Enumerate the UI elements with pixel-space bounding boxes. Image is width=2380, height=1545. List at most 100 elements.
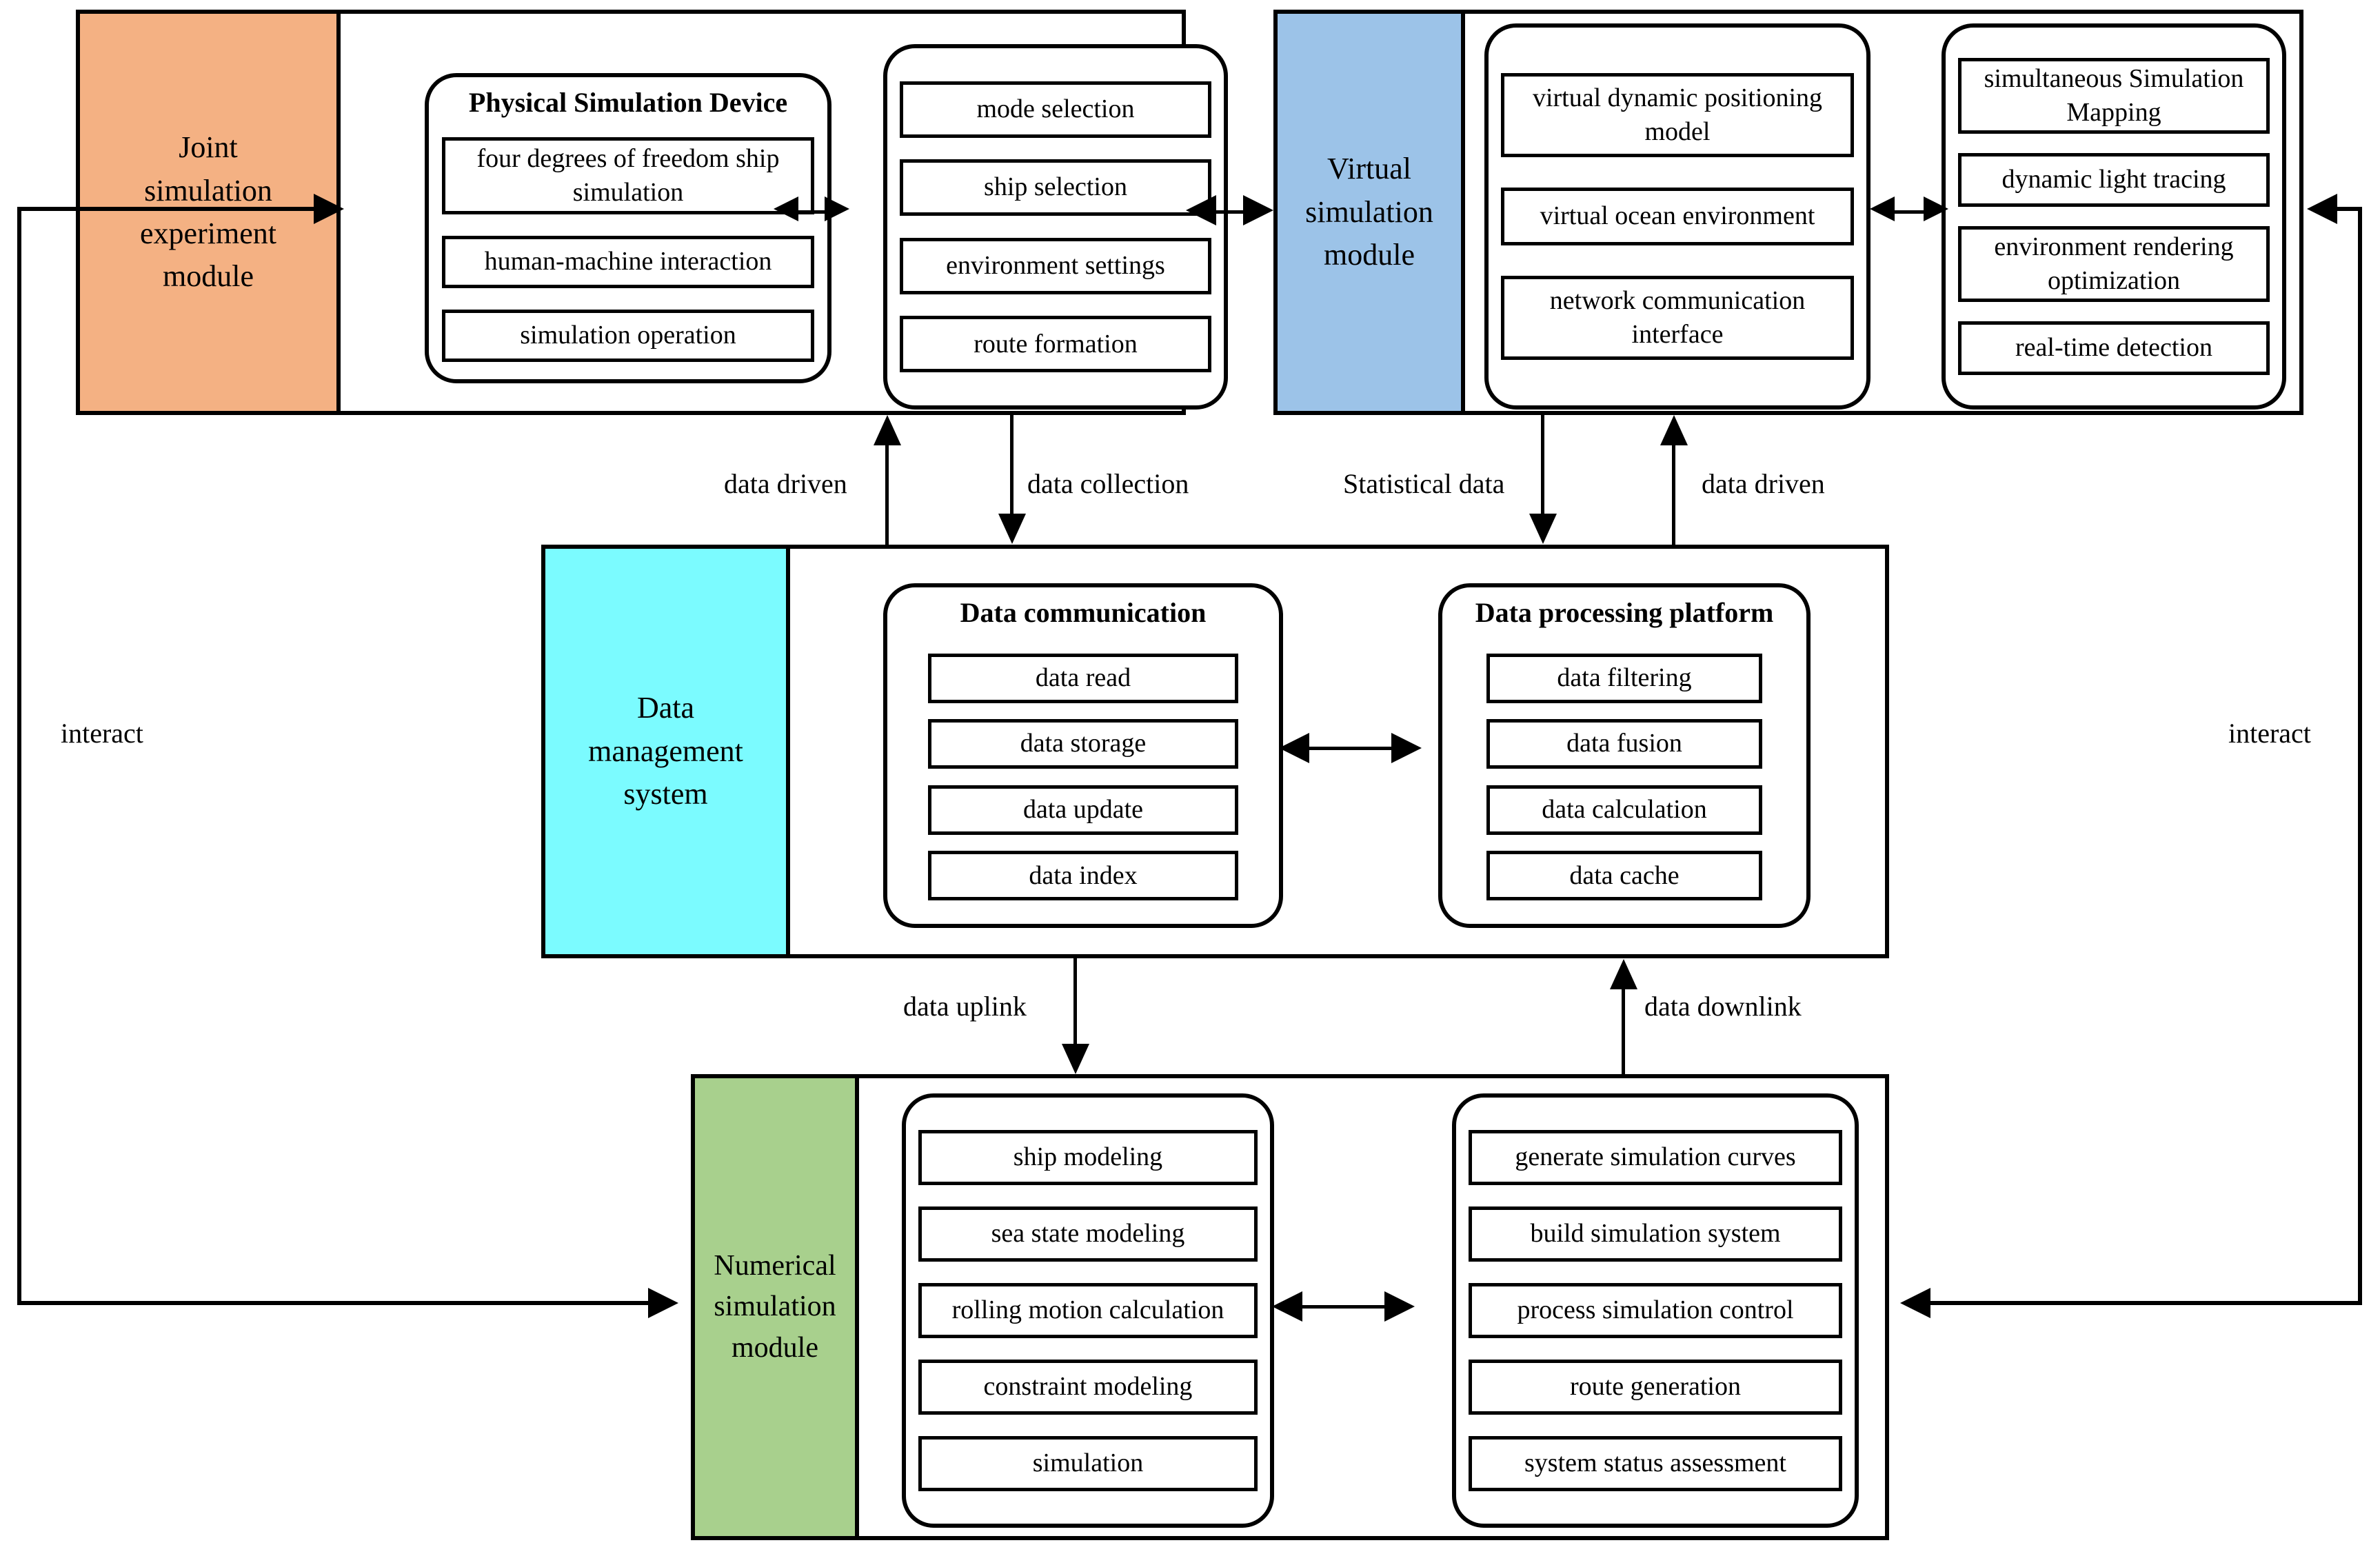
- data-downlink-label: data downlink: [1644, 991, 1802, 1022]
- virtual-models-group: virtual dynamic positioning model virtua…: [1484, 23, 1870, 410]
- list-item[interactable]: ship selection: [900, 159, 1211, 216]
- list-item[interactable]: ship modeling: [918, 1130, 1258, 1185]
- data-driven-left-label: data driven: [724, 468, 847, 499]
- data-module-label: Data management system: [588, 691, 743, 811]
- list-item[interactable]: data read: [928, 653, 1238, 703]
- virtual-module-colorbar: Virtual simulation module: [1278, 14, 1465, 411]
- joint-virtual-arrow-right: [1243, 195, 1273, 225]
- virtual-internal-arrow-left: [1870, 196, 1895, 221]
- list-item[interactable]: network communication interface: [1501, 276, 1854, 360]
- list-item[interactable]: data index: [928, 851, 1238, 901]
- list-item[interactable]: virtual ocean environment: [1501, 188, 1854, 245]
- list-item[interactable]: sea state modeling: [918, 1206, 1258, 1262]
- interact-left-bottom-arrowhead: [648, 1288, 678, 1318]
- list-item[interactable]: system status assessment: [1469, 1436, 1842, 1491]
- data-communication-title: Data communication: [960, 597, 1207, 628]
- numerical-internal-connector-line: [1296, 1305, 1393, 1309]
- numerical-module-label: Numerical simulation module: [714, 1249, 836, 1364]
- list-item[interactable]: constraint modeling: [918, 1360, 1258, 1415]
- interact-left-top-arrowhead: [314, 194, 344, 224]
- list-item[interactable]: mode selection: [900, 81, 1211, 138]
- virtual-internal-connector-line: [1890, 210, 1935, 214]
- list-item[interactable]: data fusion: [1486, 719, 1762, 769]
- data-internal-arrow-left: [1279, 733, 1309, 763]
- data-uplink-arrowhead: [1062, 1044, 1089, 1074]
- numerical-control-group: generate simulation curves build simulat…: [1452, 1093, 1859, 1528]
- data-module-colorbar: Data management system: [545, 549, 790, 954]
- list-item[interactable]: simultaneous Simulation Mapping: [1958, 58, 2270, 134]
- joint-virtual-connector-line: [1208, 210, 1255, 214]
- list-item[interactable]: data storage: [928, 719, 1238, 769]
- interact-left-bottom-line: [17, 1301, 652, 1305]
- list-item[interactable]: generate simulation curves: [1469, 1130, 1842, 1185]
- list-item[interactable]: dynamic light tracing: [1958, 153, 2270, 207]
- data-internal-connector-line: [1303, 747, 1400, 750]
- list-item[interactable]: data filtering: [1486, 653, 1762, 703]
- data-communication-group: Data communication data read data storag…: [883, 583, 1283, 928]
- interact-left-top-line: [17, 207, 324, 211]
- interact-right-top-arrowhead: [2307, 194, 2337, 224]
- numerical-internal-arrow-left: [1272, 1291, 1302, 1322]
- list-item[interactable]: environment rendering optimization: [1958, 226, 2270, 302]
- joint-internal-arrow-right: [825, 196, 849, 221]
- list-item[interactable]: simulation: [918, 1436, 1258, 1491]
- list-item[interactable]: virtual dynamic positioning model: [1501, 73, 1854, 157]
- list-item[interactable]: four degrees of freedom ship simulation: [442, 137, 814, 215]
- joint-settings-group: mode selection ship selection environmen…: [883, 44, 1228, 410]
- data-collection-arrowhead: [998, 514, 1026, 544]
- joint-module-label: Joint simulation experiment module: [140, 130, 276, 294]
- numerical-internal-arrow-right: [1384, 1291, 1415, 1322]
- joint-internal-connector-line: [794, 210, 836, 214]
- interact-right-bottom-line: [1930, 1301, 2362, 1305]
- data-processing-platform-title: Data processing platform: [1475, 597, 1774, 628]
- joint-virtual-arrow-left: [1186, 195, 1216, 225]
- virtual-module-label: Virtual simulation module: [1305, 152, 1433, 272]
- data-uplink-line: [1073, 958, 1077, 1045]
- joint-simulation-experiment-module: Joint simulation experiment module Physi…: [76, 10, 1228, 415]
- list-item[interactable]: rolling motion calculation: [918, 1283, 1258, 1338]
- data-driven-right-line: [1672, 445, 1675, 545]
- list-item[interactable]: real-time detection: [1958, 321, 2270, 375]
- interact-right-vertical-line: [2358, 207, 2362, 1303]
- data-collection-label: data collection: [1027, 468, 1189, 499]
- list-item[interactable]: human-machine interaction: [442, 235, 814, 288]
- list-item[interactable]: simulation operation: [442, 309, 814, 362]
- virtual-rendering-group: simultaneous Simulation Mapping dynamic …: [1942, 23, 2286, 410]
- data-driven-left-arrowhead: [874, 415, 901, 445]
- numerical-modeling-group: ship modeling sea state modeling rolling…: [902, 1093, 1274, 1528]
- list-item[interactable]: route generation: [1469, 1360, 1842, 1415]
- virtual-internal-arrow-right: [1924, 196, 1948, 221]
- joint-internal-arrow-left: [774, 196, 798, 221]
- interact-right-label: interact: [2228, 718, 2311, 749]
- numerical-simulation-module: Numerical simulation module ship modelin…: [691, 1074, 1889, 1540]
- interact-left-vertical-line: [17, 207, 21, 1303]
- data-collection-line: [1010, 415, 1013, 515]
- data-processing-platform-group: Data processing platform data filtering …: [1438, 583, 1811, 928]
- data-uplink-label: data uplink: [903, 991, 1027, 1022]
- list-item[interactable]: route formation: [900, 316, 1211, 373]
- virtual-simulation-module: Virtual simulation module virtual dynami…: [1273, 10, 2303, 415]
- list-item[interactable]: process simulation control: [1469, 1283, 1842, 1338]
- numerical-module-colorbar: Numerical simulation module: [695, 1078, 859, 1536]
- data-downlink-arrowhead: [1610, 959, 1637, 989]
- statistical-data-label: Statistical data: [1343, 468, 1505, 499]
- list-item[interactable]: data update: [928, 785, 1238, 835]
- physical-simulation-device-group: Physical Simulation Device four degrees …: [425, 73, 831, 383]
- data-downlink-line: [1622, 989, 1625, 1076]
- interact-left-label: interact: [61, 718, 143, 749]
- interact-right-top-run: [2337, 207, 2362, 211]
- data-internal-arrow-right: [1391, 733, 1422, 763]
- statistical-data-arrowhead: [1529, 514, 1557, 544]
- data-driven-right-label: data driven: [1702, 468, 1825, 499]
- data-management-system-module: Data management system Data communicatio…: [541, 545, 1889, 958]
- data-driven-right-arrowhead: [1660, 415, 1688, 445]
- physical-simulation-device-title: Physical Simulation Device: [468, 87, 788, 118]
- list-item[interactable]: data cache: [1486, 851, 1762, 901]
- interact-right-bottom-arrowhead: [1900, 1288, 1930, 1318]
- list-item[interactable]: build simulation system: [1469, 1206, 1842, 1262]
- data-driven-left-line: [885, 445, 889, 545]
- joint-module-colorbar: Joint simulation experiment module: [80, 14, 341, 411]
- list-item[interactable]: data calculation: [1486, 785, 1762, 835]
- list-item[interactable]: environment settings: [900, 237, 1211, 294]
